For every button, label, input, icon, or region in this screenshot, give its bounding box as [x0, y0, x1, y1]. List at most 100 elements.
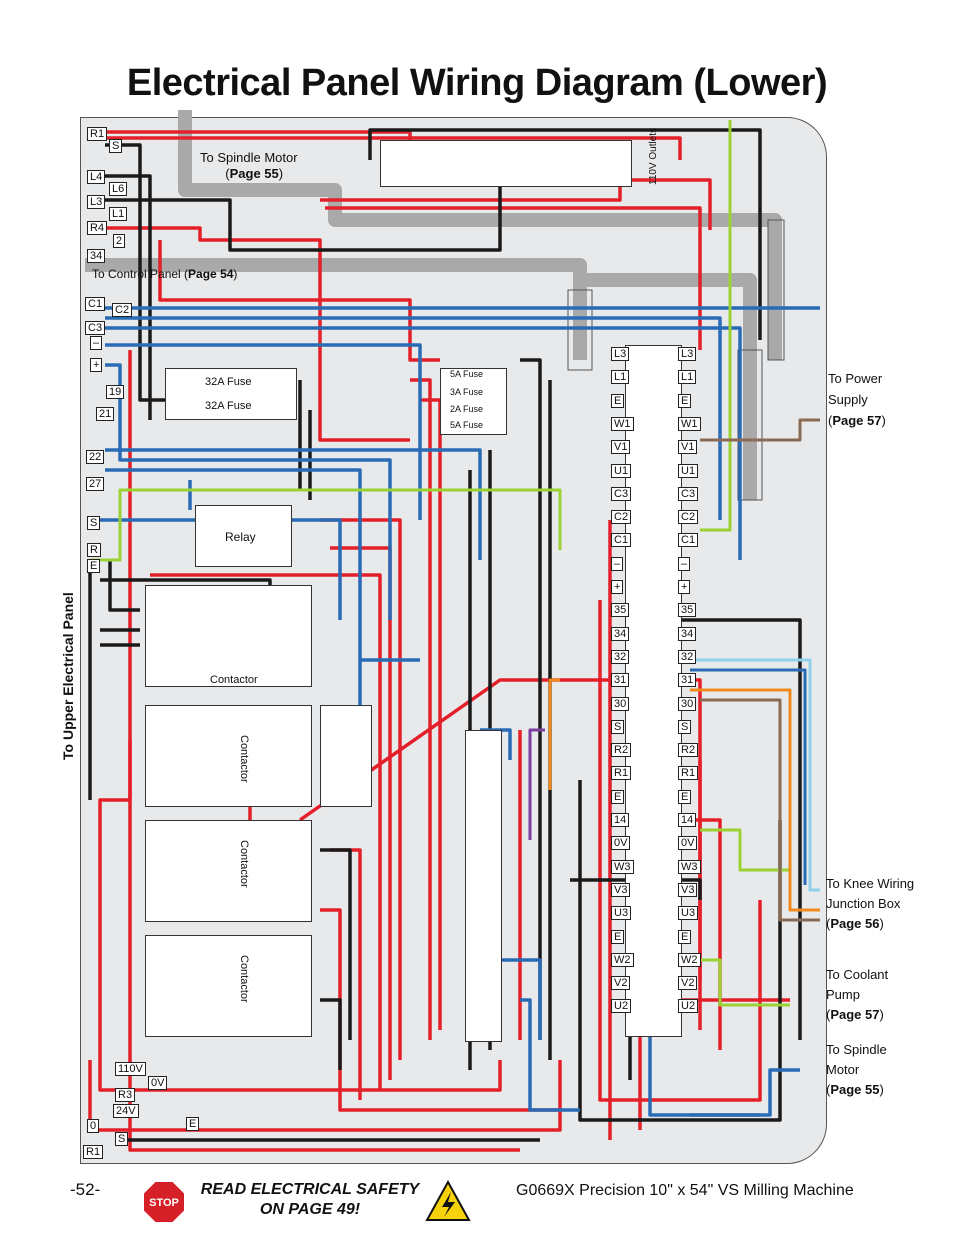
wire-label: – — [90, 336, 103, 350]
callout-upper-panel: To Upper Electrical Panel — [60, 592, 76, 760]
terminal-label: S — [678, 719, 692, 734]
wire-label: R4 — [87, 221, 108, 235]
terminal-label: 30 — [611, 696, 630, 711]
terminal-label: 14 — [678, 813, 697, 827]
fuse-5a-label-2: 5A Fuse — [450, 420, 484, 430]
wire-label: S — [115, 1132, 129, 1146]
terminal-label: 31 — [611, 673, 630, 688]
callout-control-panel: To Control Panel (Page 54) — [92, 267, 238, 281]
outlet-block — [380, 140, 632, 187]
terminal-label: C1 — [611, 533, 632, 548]
contactor-1 — [145, 585, 312, 687]
callout-spindle-motor-top: To Spindle Motor (Page 55) — [200, 150, 298, 181]
terminal-label: V1 — [678, 440, 698, 455]
wire-label: R3 — [115, 1088, 136, 1102]
relay — [195, 505, 292, 567]
terminal-label: V1 — [611, 440, 631, 455]
wire-label: C1 — [85, 297, 106, 311]
terminal-strip-right — [625, 345, 682, 1037]
fuse-5a-label: 5A Fuse — [450, 369, 484, 379]
callout-spindle-motor: To Spindle Motor (Page 55) — [826, 1042, 887, 1097]
cable-control-panel-branch — [580, 273, 757, 500]
contactor-3 — [145, 820, 312, 922]
wire-label: R1 — [83, 1145, 104, 1159]
wire-label: E — [186, 1117, 200, 1131]
terminal-label: 30 — [678, 696, 697, 711]
terminal-label: R1 — [611, 766, 632, 781]
terminal-label: C2 — [678, 510, 699, 525]
terminal-label: R2 — [678, 743, 699, 758]
terminal-label: U2 — [611, 999, 632, 1014]
wire-label: L4 — [87, 170, 106, 184]
contactor-label-2: Contactor — [238, 735, 250, 783]
fuse-3a-label: 3A Fuse — [450, 387, 484, 397]
stop-sign-icon: STOP — [142, 1180, 186, 1224]
electrical-hazard-icon — [425, 1180, 471, 1221]
terminal-label: L1 — [678, 370, 697, 385]
terminal-label: 0V — [611, 836, 631, 851]
terminal-strip-center — [465, 730, 502, 1042]
wire-label: 21 — [96, 407, 115, 421]
terminal-label: C1 — [678, 533, 699, 548]
terminal-label: L3 — [678, 347, 697, 361]
terminal-label: 32 — [611, 649, 630, 664]
wire-label: 22 — [86, 450, 105, 464]
terminal-label: S — [611, 719, 625, 734]
terminal-label: E — [611, 929, 625, 944]
wire-label: 0 — [87, 1119, 100, 1133]
wire-label: 19 — [106, 385, 125, 399]
contactor-label-3: Contactor — [238, 840, 250, 888]
fuse-2a-label: 2A Fuse — [450, 404, 484, 414]
terminal-label: L1 — [611, 370, 630, 385]
callout-power-supply: To Power Supply (Page 57) — [828, 371, 886, 428]
callout-knee-box: To Knee Wiring Junction Box (Page 56) — [826, 876, 915, 931]
wire-label: C3 — [85, 321, 106, 335]
terminal-label: V2 — [611, 976, 631, 991]
terminal-label: E — [678, 393, 692, 408]
contactor-2 — [145, 705, 312, 807]
callout-coolant: To Coolant Pump (Page 57) — [826, 967, 889, 1022]
terminal-label: R2 — [611, 743, 632, 758]
terminal-label: U1 — [611, 463, 632, 478]
contactor-label-4: Contactor — [238, 955, 250, 1003]
wire-label: S — [87, 516, 101, 530]
terminal-label: V3 — [611, 882, 631, 897]
contactor-label-1: Contactor — [210, 674, 258, 686]
terminal-label: C3 — [678, 486, 699, 501]
terminal-label: U1 — [678, 463, 699, 478]
terminal-label: W3 — [678, 859, 701, 874]
page-number: -52- — [70, 1180, 101, 1199]
cable-spindle-motor — [178, 110, 782, 360]
terminal-label: U3 — [678, 906, 699, 921]
terminal-label: E — [611, 393, 625, 408]
terminal-label: 0V — [678, 836, 698, 851]
terminal-label: U3 — [611, 906, 632, 921]
wire-label: L3 — [87, 195, 106, 209]
wire-label: + — [90, 358, 103, 372]
terminal-label: W2 — [611, 952, 634, 967]
wire-label: 27 — [86, 477, 105, 491]
wire-label: L1 — [109, 207, 128, 221]
page-title: Electrical Panel Wiring Diagram (Lower) — [126, 62, 828, 104]
terminal-label: W2 — [678, 952, 701, 967]
wire-label: 2 — [113, 234, 126, 248]
terminal-label: 34 — [678, 626, 697, 641]
terminal-label: C3 — [611, 486, 632, 501]
terminal-label: E — [611, 789, 625, 804]
terminal-label: + — [611, 580, 624, 594]
relay-label: Relay — [225, 530, 256, 544]
fuse-block-small — [440, 368, 507, 435]
fuse-32a-label-2: 32A Fuse — [205, 400, 252, 412]
svg-text:STOP: STOP — [149, 1197, 179, 1209]
contactor-4 — [145, 935, 312, 1037]
wire-label: R1 — [87, 127, 108, 141]
wire-label: L6 — [109, 182, 128, 196]
terminal-label: V2 — [678, 976, 698, 991]
terminal-label: + — [678, 580, 691, 594]
terminal-label: R1 — [678, 766, 699, 781]
wire-label: 24V — [113, 1104, 139, 1118]
machine-model: G0669X Precision 10" x 54" VS Milling Ma… — [516, 1182, 854, 1199]
terminal-label: 32 — [678, 649, 697, 664]
overload-relay — [320, 705, 372, 807]
